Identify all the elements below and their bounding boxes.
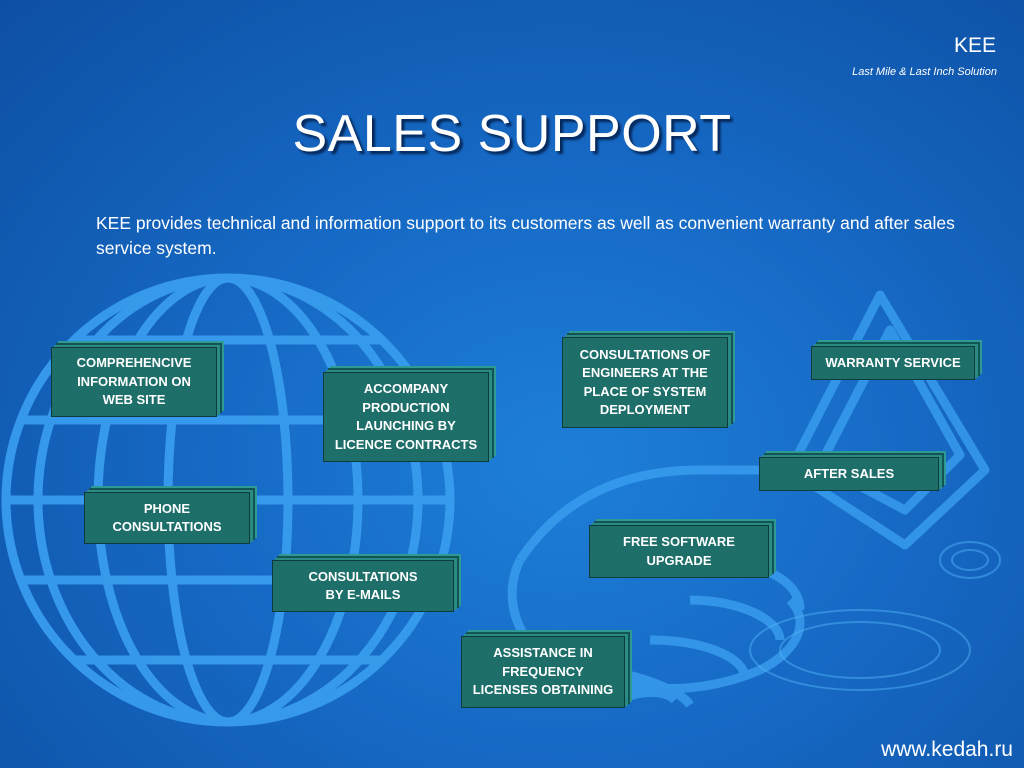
box-line: CONSULTATIONS [112, 519, 222, 534]
website-url[interactable]: www.kedah.ru [881, 738, 1013, 761]
box-line: PHONE [143, 500, 191, 516]
box-line: AFTER SALES [803, 465, 895, 481]
box-line: COMPREHENCIVE [76, 355, 192, 371]
box-line: ENGINEERS AT THE [582, 365, 708, 380]
box-software: FREE SOFTWARE UPGRADE [589, 525, 769, 578]
brand-tagline: Last Mile & Last Inch Solution [852, 66, 997, 78]
box-line: CONSULTATIONS OF [579, 346, 711, 362]
box-line: LICENSES OBTAINING [472, 682, 614, 698]
box-line: UPGRADE [646, 552, 712, 568]
box-frequency: ASSISTANCE IN FREQUENCY LICENSES OBTAINI… [461, 636, 625, 708]
box-line: ACCOMPANY [363, 381, 449, 396]
intro-text: KEE provides technical and information s… [96, 213, 955, 258]
box-emails: CONSULTATIONS BY E-MAILS [272, 560, 454, 612]
box-line: ASSISTANCE IN [493, 645, 593, 661]
box-line: PRODUCTION [362, 399, 450, 415]
box-line: WARRANTY SERVICE [825, 354, 961, 370]
box-line: DEPLOYMENT [599, 402, 691, 417]
box-line: LAUNCHING BY [356, 418, 456, 433]
box-web-site: COMPREHENCIVE INFORMATION ON WEB SITE [51, 347, 217, 417]
box-warranty: WARRANTY SERVICE [811, 346, 975, 380]
ripple-decoration [749, 541, 1001, 691]
box-line: CONSULTATIONS [308, 568, 418, 584]
box-line: PLACE OF SYSTEM [583, 383, 707, 399]
box-phone: PHONE CONSULTATIONS [84, 492, 250, 544]
box-line: WEB SITE [102, 392, 166, 408]
box-line: INFORMATION ON [77, 373, 191, 389]
brand-name: KEE [953, 34, 996, 57]
page-title: SALES SUPPORT [292, 105, 732, 163]
box-line: FREQUENCY [502, 663, 584, 679]
box-line: BY E-MAILS [325, 587, 401, 602]
box-production: ACCOMPANY PRODUCTION LAUNCHING BY LICENC… [323, 372, 489, 462]
box-line: LICENCE CONTRACTS [334, 436, 478, 452]
box-line: FREE SOFTWARE [623, 534, 735, 549]
box-after-sales: AFTER SALES [759, 457, 939, 491]
box-engineers: CONSULTATIONS OF ENGINEERS AT THE PLACE … [562, 337, 728, 428]
